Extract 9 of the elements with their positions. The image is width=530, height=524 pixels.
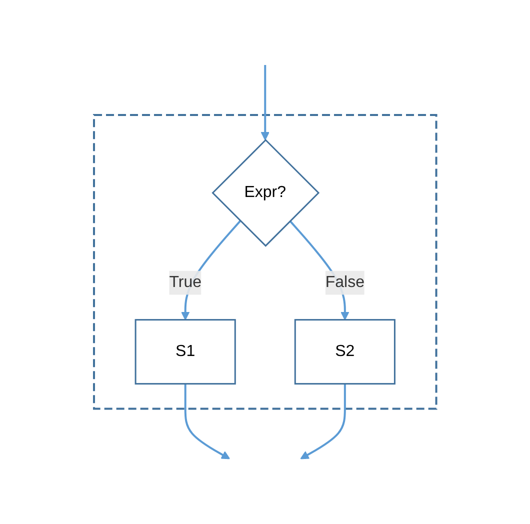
edge-label: False: [325, 274, 364, 291]
arrow: [260, 65, 270, 140]
arrow: [300, 384, 346, 460]
node-diamond: Expr?: [212, 139, 320, 247]
edge-label: True: [169, 274, 202, 291]
node-box: S1: [134, 319, 236, 385]
node-box: S2: [294, 319, 396, 385]
arrow: [184, 384, 230, 460]
cluster: [92, 114, 438, 410]
